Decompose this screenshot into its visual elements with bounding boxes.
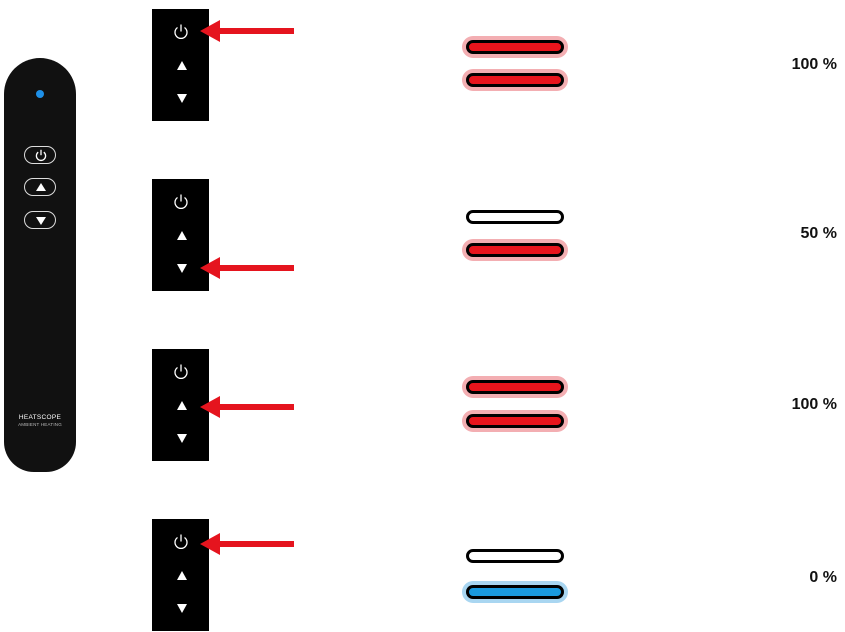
brand-logo: HEATSCOPE	[18, 414, 62, 421]
up-triangle-icon[interactable]	[176, 60, 188, 72]
power-level: 100 %	[791, 396, 837, 413]
status-led	[36, 90, 44, 98]
up-triangle-icon[interactable]	[176, 230, 188, 242]
brand-subtitle: AMBIENT HEATING	[18, 422, 62, 427]
power-icon[interactable]	[172, 533, 190, 551]
remote-power-button[interactable]	[24, 146, 56, 164]
heating-bar-bottom	[462, 69, 568, 91]
power-level: 0 %	[809, 569, 837, 586]
down-triangle-icon[interactable]	[176, 602, 188, 614]
up-triangle-icon[interactable]	[176, 570, 188, 582]
red-arrow-icon	[200, 533, 294, 555]
control-panel	[152, 9, 209, 121]
control-panel	[152, 179, 209, 291]
down-triangle-icon[interactable]	[176, 432, 188, 444]
down-triangle-icon[interactable]	[176, 92, 188, 104]
heating-bar-bottom	[462, 410, 568, 432]
heating-bar-top	[462, 36, 568, 58]
heating-bar-bottom	[462, 581, 568, 603]
heating-bar-bottom	[462, 239, 568, 261]
power-icon[interactable]	[172, 23, 190, 41]
heating-bar-top	[462, 206, 568, 228]
remote-control: HEATSCOPE AMBIENT HEATING	[4, 58, 76, 472]
red-arrow-icon	[200, 396, 294, 418]
red-arrow-icon	[200, 20, 294, 42]
remote-down-button[interactable]	[24, 211, 56, 229]
remote-up-button[interactable]	[24, 178, 56, 196]
up-triangle-icon	[36, 183, 46, 191]
power-level: 100 %	[791, 56, 837, 73]
power-icon[interactable]	[172, 193, 190, 211]
down-triangle-icon[interactable]	[176, 262, 188, 274]
up-triangle-icon[interactable]	[176, 400, 188, 412]
down-triangle-icon	[36, 217, 46, 225]
power-icon[interactable]	[172, 363, 190, 381]
heating-bar-top	[462, 376, 568, 398]
control-panel	[152, 349, 209, 461]
red-arrow-icon	[200, 257, 294, 279]
power-level: 50 %	[800, 225, 837, 242]
control-panel	[152, 519, 209, 631]
power-icon	[35, 149, 47, 162]
heating-bar-top	[462, 545, 568, 567]
